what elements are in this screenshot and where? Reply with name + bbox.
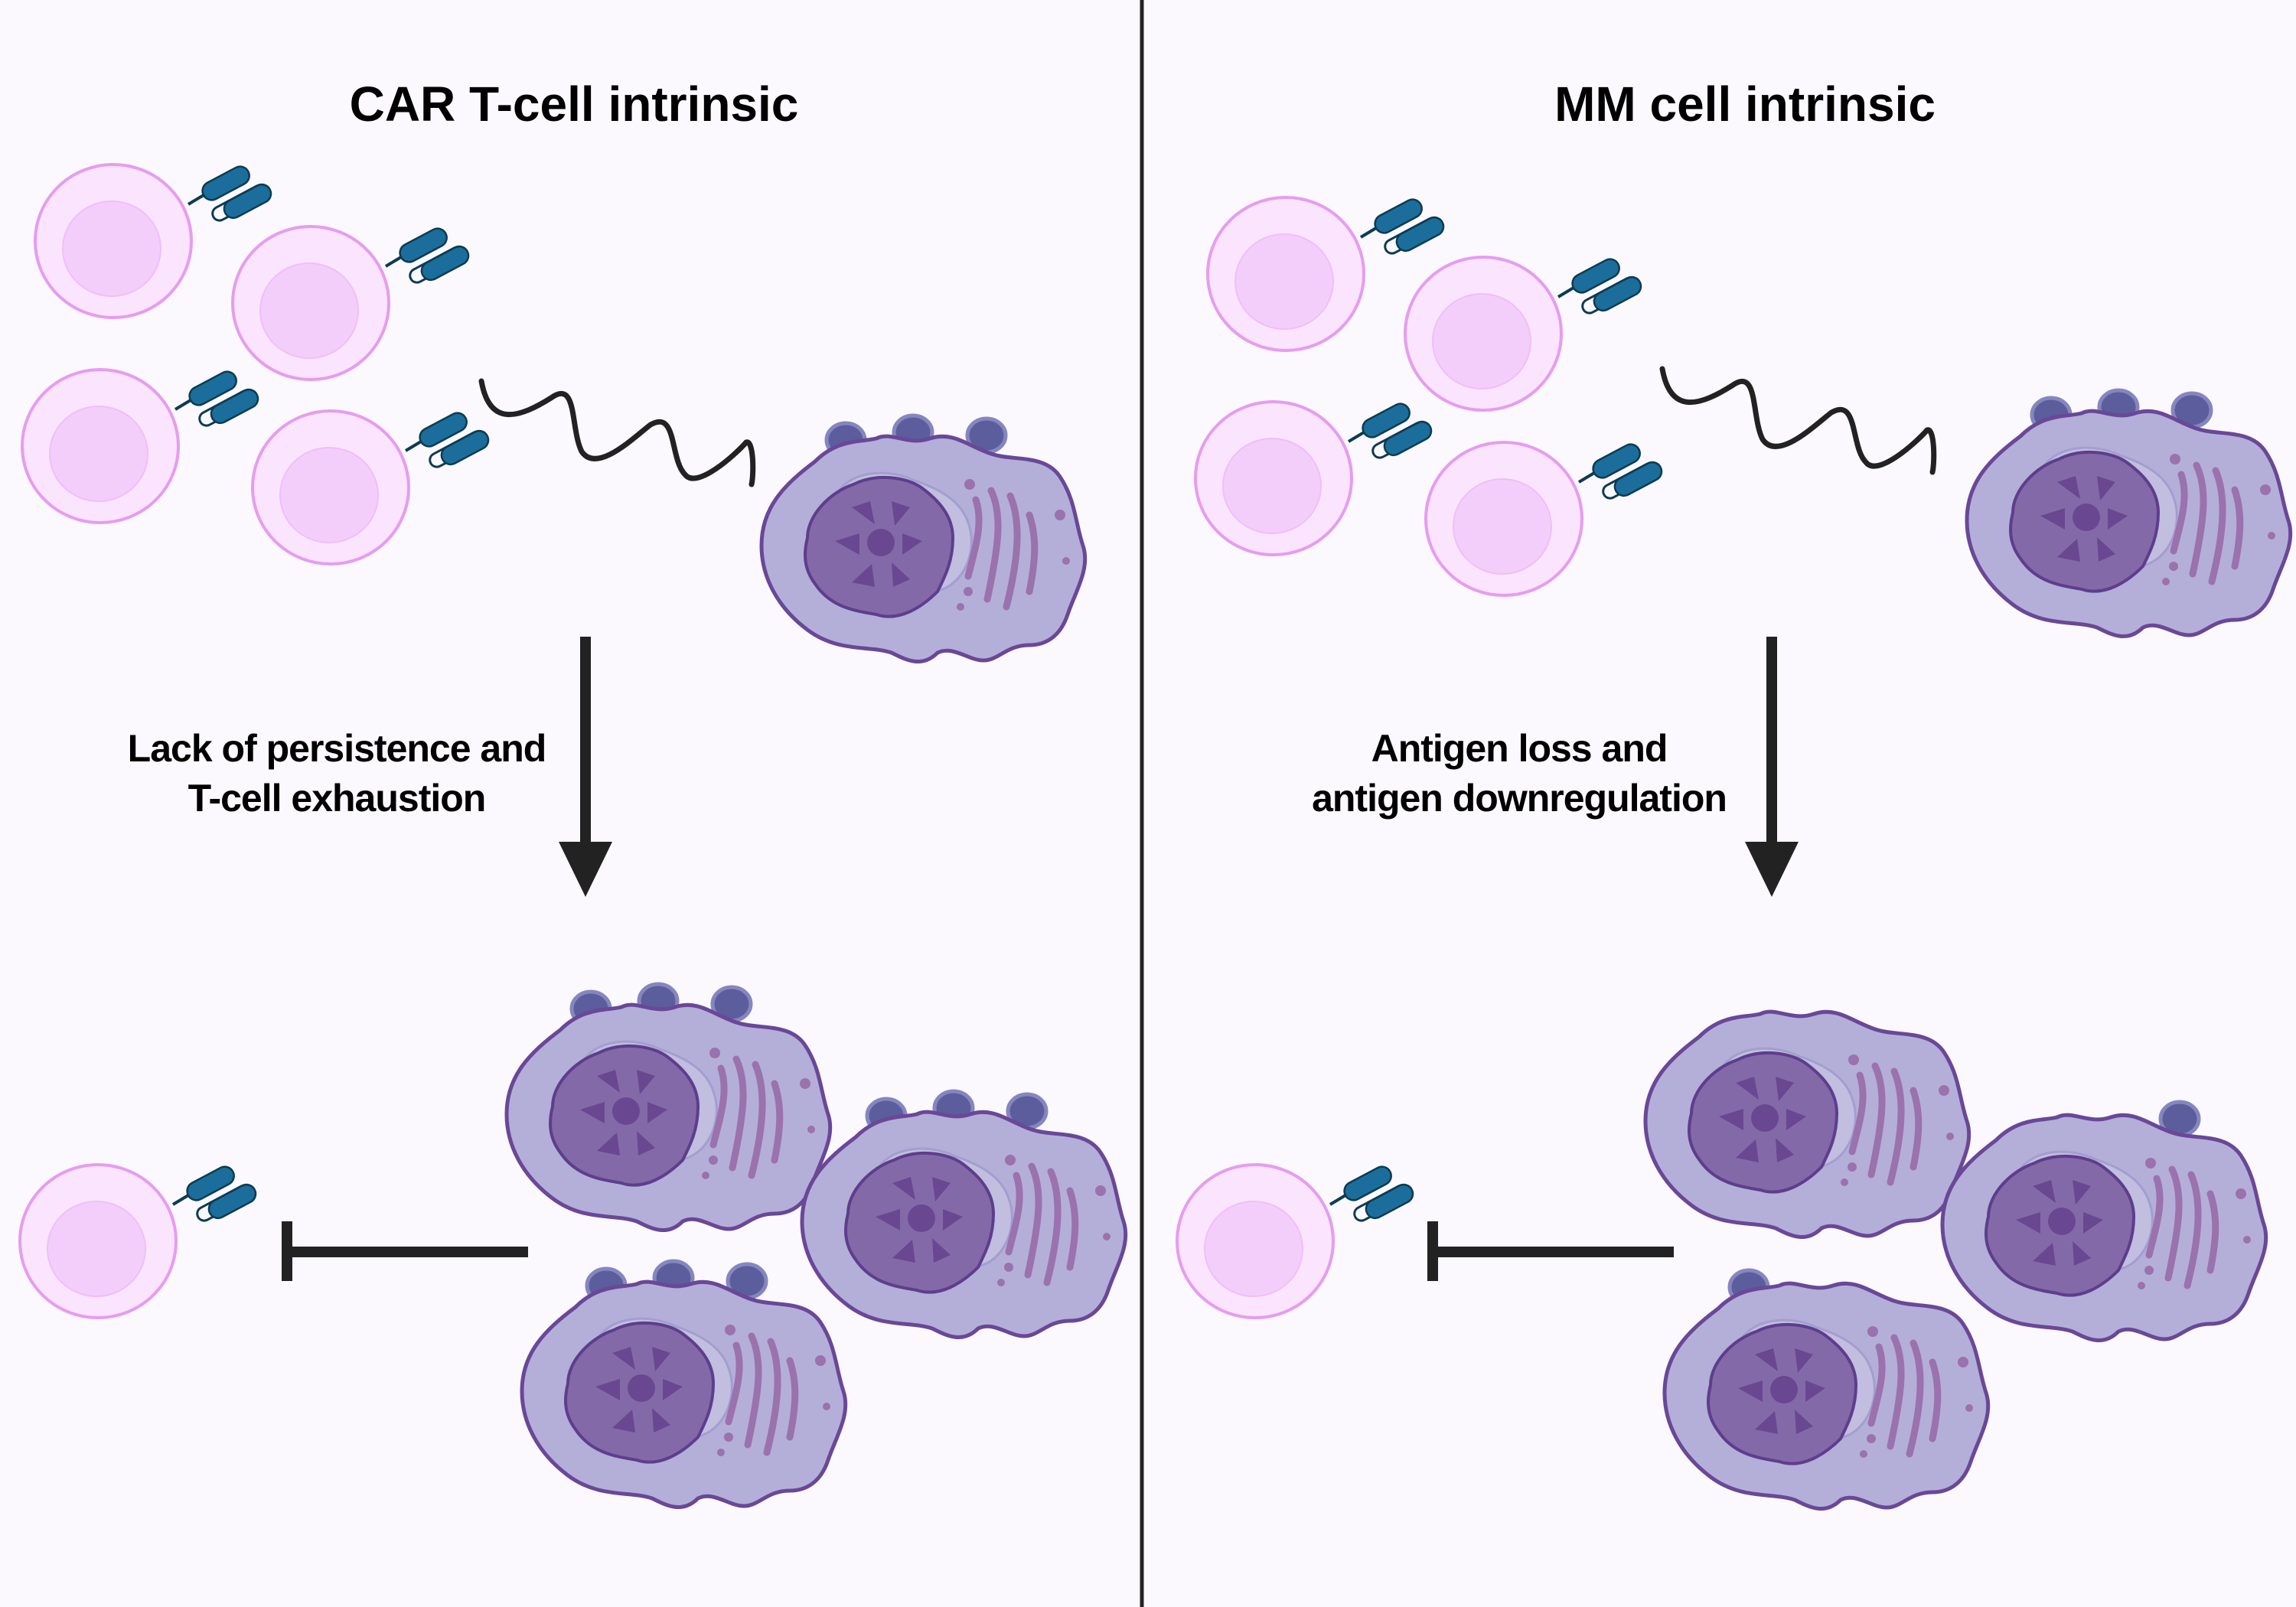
caption-line: T-cell exhaustion [188, 777, 486, 820]
inhibition-symbol [1427, 1221, 1674, 1281]
car-t-cell [21, 361, 263, 524]
myeloma-cell [802, 1091, 1126, 1338]
inhibition-symbol [282, 1221, 528, 1281]
car-t-cell [1424, 434, 1667, 597]
myeloma-cell [1665, 1270, 1988, 1509]
car-t-cell [251, 403, 494, 566]
panel-title: MM cell intrinsic [1554, 77, 1936, 132]
panel-car-t-cell-intrinsic: CAR T-cell intrinsic Lack of persistence… [18, 77, 1126, 1508]
caption-line: Antigen loss and [1371, 727, 1668, 770]
down-arrow [1745, 637, 1799, 897]
myeloma-cell [1645, 1012, 1969, 1237]
panel-mm-cell-intrinsic: MM cell intrinsic Antigen loss and antig… [1176, 77, 2291, 1509]
myeloma-cell [762, 416, 1085, 662]
car-t-cell [231, 218, 474, 381]
caption-line: antigen downregulation [1312, 777, 1727, 820]
signal-wave [478, 378, 756, 487]
myeloma-cell [507, 984, 830, 1231]
caption-line: Lack of persistence and [128, 727, 546, 770]
myeloma-cell [1967, 390, 2291, 637]
car-t-cell [18, 1156, 261, 1319]
down-arrow [559, 637, 612, 897]
car-t-cell [1404, 249, 1646, 412]
myeloma-cell [1942, 1102, 2266, 1341]
car-t-cell [1176, 1156, 1418, 1319]
signal-wave [1659, 366, 1937, 475]
car-t-cell [1194, 393, 1437, 556]
panel-title: CAR T-cell intrinsic [350, 77, 799, 132]
myeloma-cell [522, 1261, 846, 1508]
